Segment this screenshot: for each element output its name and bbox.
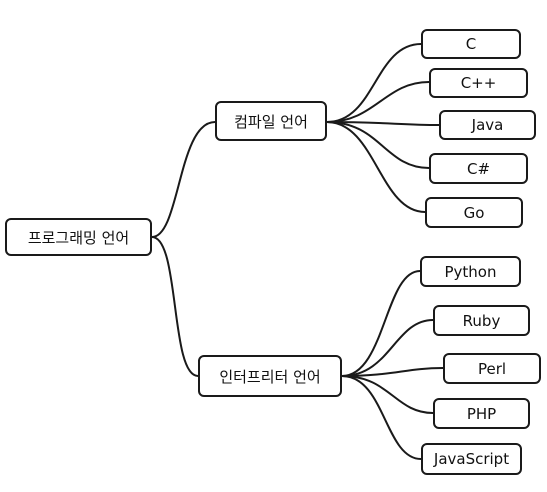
connector-root-compiled <box>151 121 216 238</box>
connector-compiled-cpp <box>326 81 430 123</box>
leaf-node-perl: Perl <box>443 353 541 384</box>
leaf-node-javascript: JavaScript <box>421 443 522 475</box>
connector-interpreted-python <box>341 270 421 377</box>
leaf-node-php: PHP <box>433 398 530 429</box>
connector-interpreted-perl <box>341 367 444 377</box>
leaf-node-python: Python <box>420 256 521 287</box>
leaf-node-cpp: C++ <box>429 68 528 98</box>
connector-compiled-java <box>326 121 440 126</box>
connector-interpreted-ruby <box>341 319 434 377</box>
leaf-node-ruby: Ruby <box>433 305 530 336</box>
connector-root-interpreted <box>151 236 199 377</box>
leaf-node-go: Go <box>425 197 523 228</box>
leaf-node-java: Java <box>439 110 536 140</box>
connector-interpreted-php <box>341 375 434 414</box>
branch-node-interpreted: 인터프리터 언어 <box>198 355 342 397</box>
connector-interpreted-javascript <box>341 375 422 460</box>
connector-compiled-csharp <box>326 121 430 169</box>
leaf-node-csharp: C# <box>429 153 528 184</box>
leaf-node-c: C <box>421 29 521 59</box>
branch-node-compiled: 컴파일 언어 <box>215 101 327 141</box>
root-node: 프로그래밍 언어 <box>5 218 152 256</box>
connector-compiled-go <box>326 121 426 213</box>
connector-compiled-c <box>326 43 422 123</box>
